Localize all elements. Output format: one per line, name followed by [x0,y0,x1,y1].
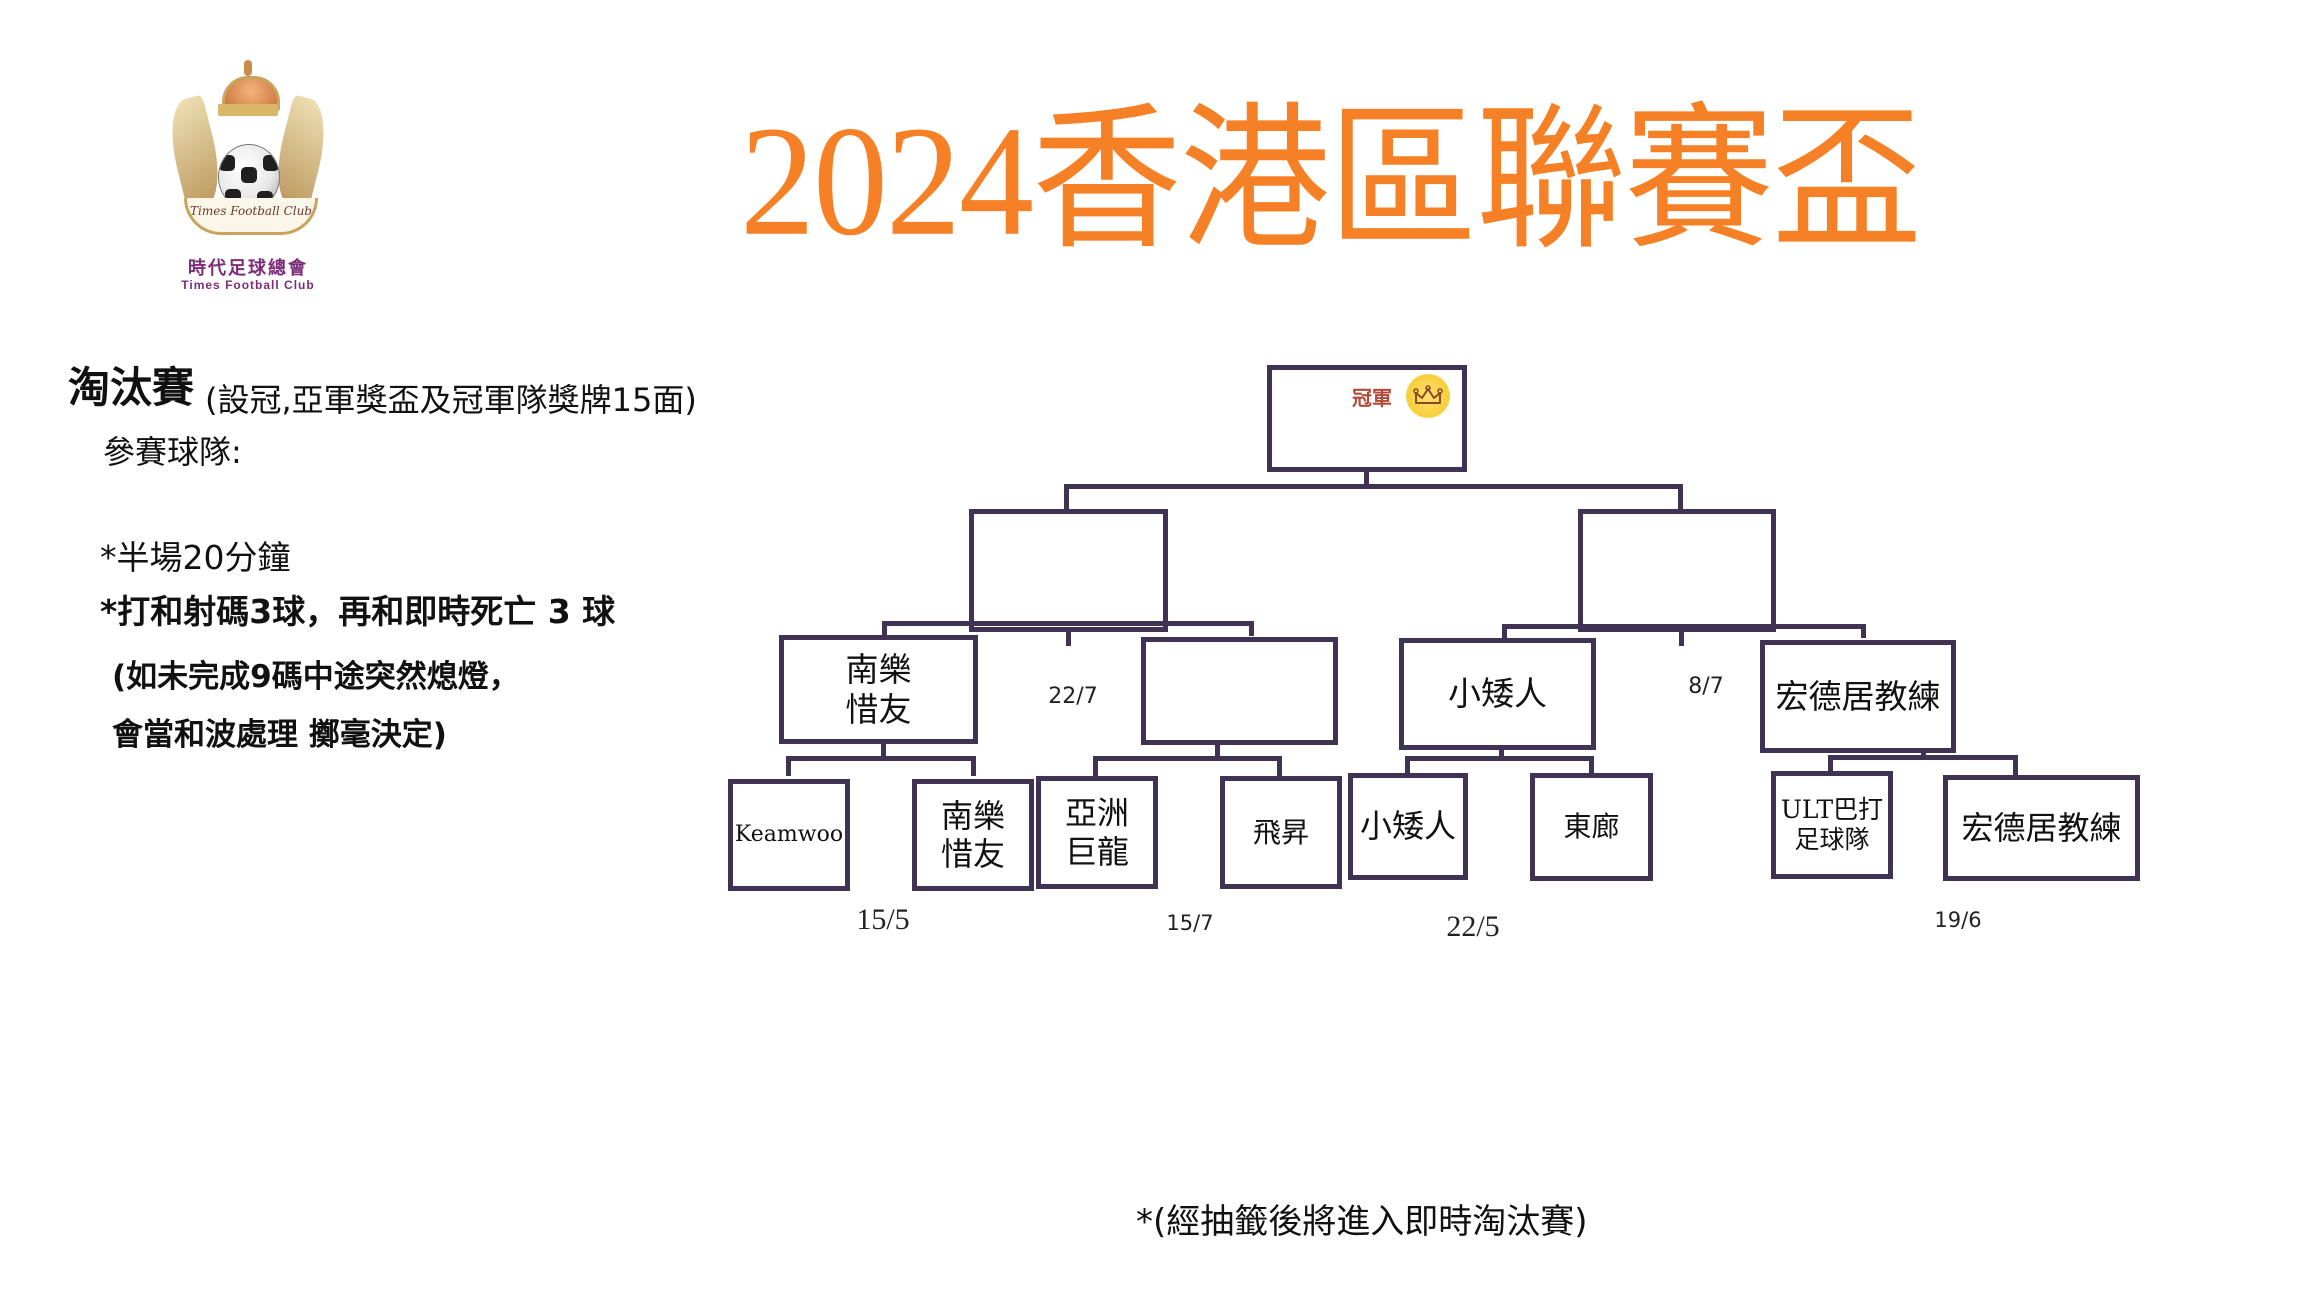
team-name: 宏德居教練 [1961,808,2122,847]
quarterfinal-box-4: 宏德居教練 [1760,640,1956,753]
r16-box-7: ULT巴打 足球隊 [1771,771,1893,879]
quarterfinal-box-2 [1141,637,1338,745]
team-name: 亞洲 [1064,794,1129,833]
team-name: 小矮人 [1448,674,1547,714]
section-heading-note: (設冠,亞軍獎盃及冠軍隊獎牌15面) [205,381,697,419]
match-date: 22/7 [1048,684,1098,709]
connector [1066,630,1071,646]
match-date: 19/6 [1934,908,1982,932]
semifinal-box-1 [969,509,1168,632]
crown-icon [214,60,282,118]
team-name: 宏德居教練 [1775,676,1941,716]
r16-box-4: 飛昇 [1220,776,1342,889]
connector [881,742,886,758]
connector [1679,630,1684,646]
connector [1215,744,1220,758]
connector [786,756,976,761]
logo-name-en: Times Football Club [181,278,315,292]
connector [882,621,887,636]
page-title: 2024香港區聯賽盃 [740,94,1922,269]
r16-box-2: 南樂 惜友 [912,779,1034,891]
connector [1502,624,1866,629]
connector [1589,756,1594,774]
section-heading: 淘汰賽 [68,363,195,412]
match-date: 15/5 [856,903,910,936]
quarterfinal-box-3: 小矮人 [1399,638,1596,750]
connector [1861,624,1866,638]
connector [971,756,976,776]
connector [1499,748,1504,760]
team-name: Keamwoo [734,821,844,847]
quarterfinal-box-1: 南樂 惜友 [779,635,978,744]
connector [1828,755,2018,760]
logo-name-cn: 時代足球總會 [188,258,308,279]
team-name: ULT巴打 [1780,795,1884,824]
connector [786,756,791,776]
team-name: 惜友 [845,689,912,729]
connector [1277,756,1282,776]
teams-label: 參賽球隊: [103,433,242,471]
crown-icon [1406,374,1450,418]
team-name: 南樂 [940,796,1005,835]
match-date: 15/7 [1166,911,1214,935]
rule-penalties: *打和射碼3球，再和即時死亡 3 球 [100,592,616,631]
rule-blackout-note-1: (如未完成9碼中途突然熄燈， [112,659,520,695]
connector [1064,484,1683,489]
team-name: 惜友 [940,835,1005,873]
connector [882,621,1254,626]
r16-box-3: 亞洲 巨龍 [1036,776,1158,889]
champion-label: 冠軍 [1352,386,1392,410]
match-date: 22/5 [1446,910,1500,943]
connector [2013,755,2018,775]
team-name: 巨龍 [1064,832,1129,871]
connector [1405,756,1410,774]
rule-half-time: *半場20分鐘 [100,538,291,577]
r16-box-8: 宏德居教練 [1943,775,2140,881]
connector [1093,756,1282,761]
draw-footnote: *(經抽籤後將進入即時淘汰賽) [1136,1202,1588,1242]
team-name: 東廊 [1563,810,1620,844]
champion-box: 冠軍 [1267,365,1467,472]
rule-blackout-note-2: 會當和波處理 擲毫決定) [112,717,447,753]
logo-ribbon: Times Football Club [184,198,318,235]
semifinal-box-2 [1578,509,1776,632]
connector [1364,470,1369,486]
r16-box-5: 小矮人 [1348,773,1468,880]
team-name: 足球隊 [1794,825,1870,854]
connector [1405,756,1594,761]
club-logo: Times Football Club 時代足球總會 Times Footbal… [161,58,335,298]
connector [1828,755,1833,772]
r16-box-1: Keamwoo [728,779,850,891]
connector [1093,756,1098,776]
connector [1502,624,1507,638]
connector [1064,484,1069,510]
match-date: 8/7 [1688,674,1724,699]
team-name: 小矮人 [1359,807,1456,846]
team-name: 飛昇 [1252,815,1309,849]
r16-box-6: 東廊 [1530,773,1653,881]
team-name: 南樂 [845,649,912,689]
logo-ribbon-text: Times Football Club [190,204,312,218]
connector [1249,621,1254,636]
connector [1678,484,1683,510]
